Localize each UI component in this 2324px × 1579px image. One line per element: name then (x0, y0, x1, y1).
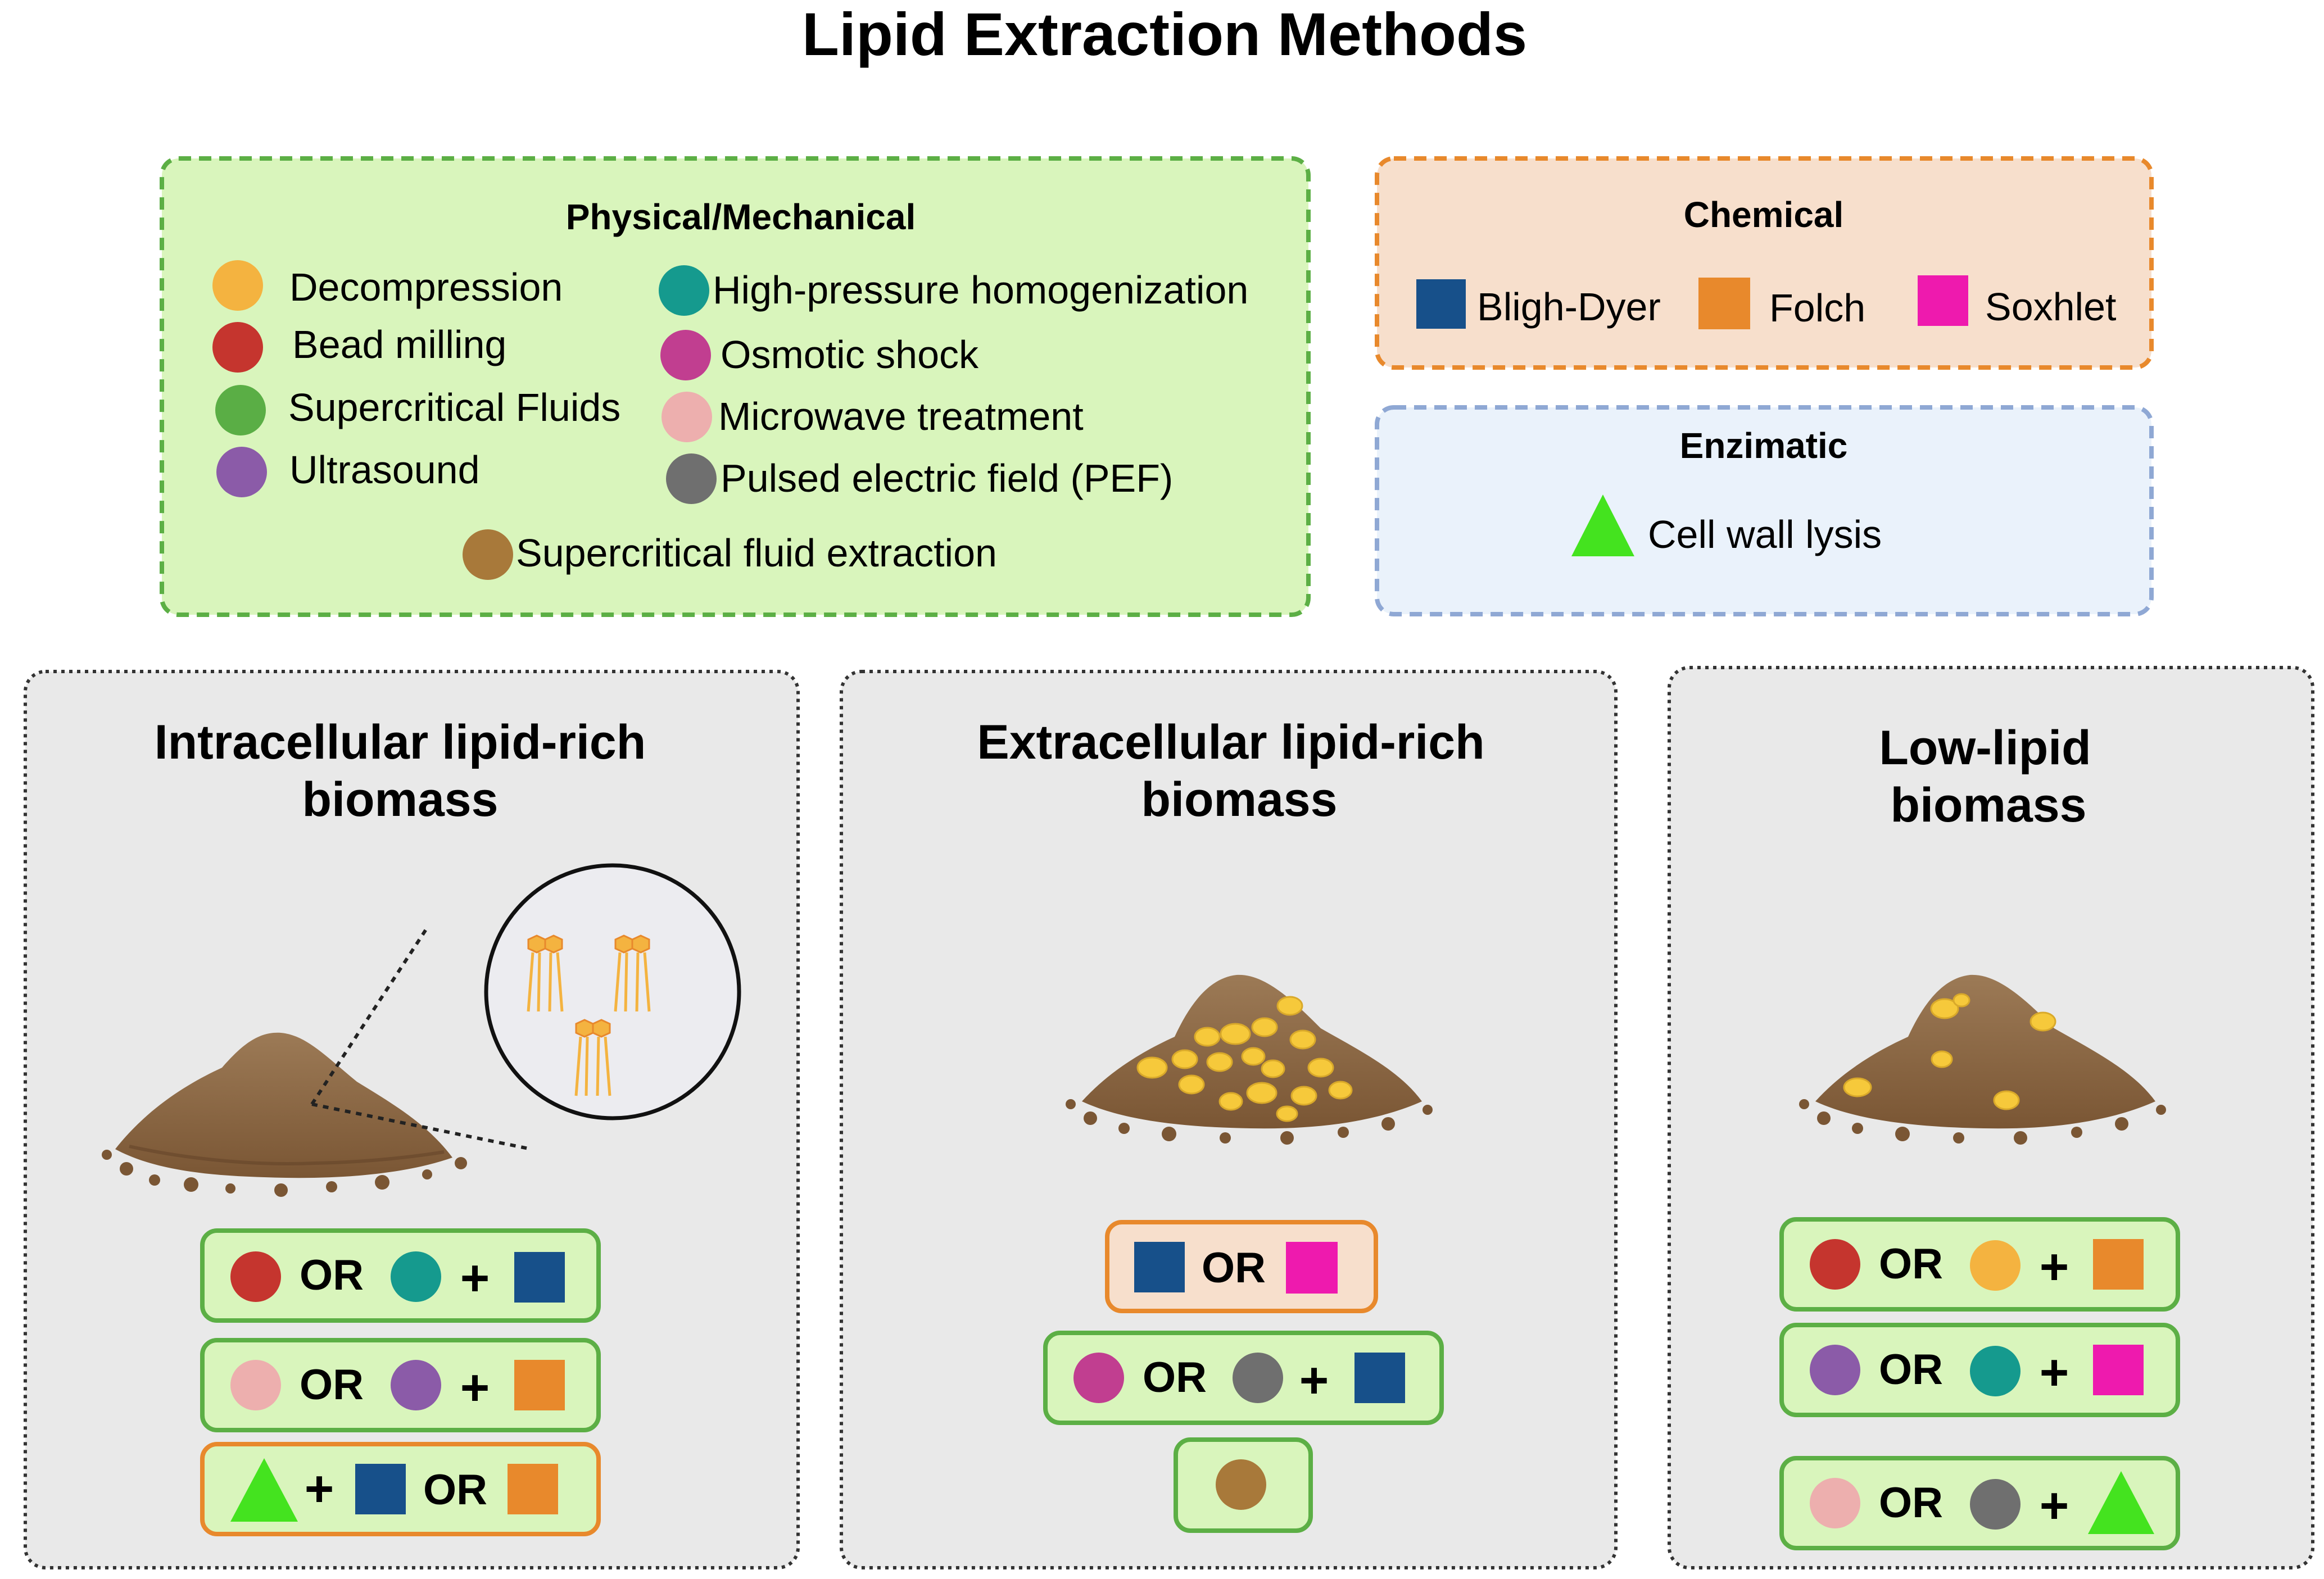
panel-extracellular: Extracellular lipid-rich biomass (840, 670, 1618, 1569)
legend-label-cell-wall-lysis: Cell wall lysis (1648, 512, 1882, 556)
or-label: OR (423, 1466, 487, 1514)
ultrasound-icon (1810, 1345, 1860, 1395)
legend-label-supercritical-fluids: Supercritical Fluids (288, 385, 620, 429)
plus-label: + (2040, 1239, 2069, 1295)
or-label: OR (1879, 1479, 1943, 1527)
ultrasound-icon (391, 1360, 441, 1410)
plus-label: + (305, 1461, 334, 1517)
microwave-treatment-icon (662, 392, 712, 442)
legend-label-pulsed-electric-field: Pulsed electric field (PEF) (721, 456, 1173, 500)
biomass-pile-icon (102, 1032, 467, 1197)
bligh-dyer-icon (355, 1464, 406, 1514)
legend-label-bead-milling: Bead milling (292, 323, 506, 366)
panel-intracellular-title-line2: biomass (302, 773, 499, 827)
supercritical-fluid-extraction-icon (1216, 1459, 1266, 1510)
or-label: OR (300, 1361, 364, 1409)
high-pressure-homogenization-icon (391, 1251, 441, 1302)
folch-icon (514, 1360, 565, 1410)
cell-wall-lysis-icon (2088, 1471, 2154, 1534)
figure-title: Lipid Extraction Methods (802, 0, 1527, 68)
recipe-row: OR (1105, 1220, 1378, 1313)
legend-label-soxhlet: Soxhlet (1985, 285, 2116, 329)
recipe-row: OR + (1779, 1456, 2180, 1550)
supercritical-fluid-extraction-icon (463, 529, 513, 580)
or-label: OR (1202, 1244, 1266, 1292)
high-pressure-homogenization-icon (1970, 1346, 2021, 1396)
or-label: OR (1879, 1346, 1943, 1394)
recipe-row: OR + (1779, 1217, 2180, 1312)
panel-low-lipid-title-line1: Low-lipid (1879, 721, 2091, 775)
panel-intracellular: Intracellular lipid-rich biomass (24, 670, 800, 1569)
chemical-heading: Chemical (1684, 194, 1844, 235)
plus-label: + (460, 1250, 490, 1306)
recipe-row: OR + (200, 1228, 601, 1323)
panel-intracellular-title-line1: Intracellular lipid-rich (155, 715, 646, 769)
microwave-treatment-icon (230, 1360, 281, 1410)
lipid-zoom-icon (484, 863, 741, 1120)
folch-icon (2093, 1239, 2144, 1290)
soxhlet-icon (2093, 1345, 2144, 1395)
bligh-dyer-icon (1354, 1353, 1405, 1403)
pulsed-electric-field-icon (1970, 1479, 2021, 1530)
biomass-pile-icon (1066, 974, 1433, 1145)
decompression-icon (1970, 1240, 2021, 1291)
folch-icon (508, 1464, 558, 1514)
panel-low-lipid: Low-lipid biomass OR + OR (1668, 666, 2314, 1569)
chemical-legend-box: Chemical Bligh-Dyer Folch Soxhlet (1375, 156, 2154, 370)
osmotic-shock-icon (660, 330, 711, 380)
biomass-pile-icon (1799, 974, 2166, 1145)
recipe-row: + OR (200, 1442, 601, 1536)
physical-heading: Physical/Mechanical (566, 197, 916, 237)
legend-label-folch: Folch (1769, 286, 1865, 330)
folch-icon (1698, 278, 1750, 329)
recipe-row: OR + (1779, 1323, 2180, 1417)
soxhlet-icon (1286, 1242, 1338, 1294)
panel-low-lipid-title-line2: biomass (1891, 778, 2087, 832)
legend-label-ultrasound: Ultrasound (289, 448, 480, 492)
plus-label: + (2040, 1478, 2069, 1534)
recipe-row (1174, 1437, 1313, 1533)
pulsed-electric-field-icon (666, 453, 717, 504)
plus-label: + (460, 1360, 490, 1416)
ultrasound-icon (216, 447, 267, 497)
plus-label: + (2040, 1345, 2069, 1401)
legend-label-osmotic-shock: Osmotic shock (721, 333, 979, 376)
cell-wall-lysis-icon (1571, 494, 1634, 556)
panel-extracellular-title-line1: Extracellular lipid-rich (977, 715, 1484, 769)
recipe-row: OR + (1043, 1331, 1444, 1425)
supercritical-fluids-icon (215, 385, 266, 435)
bead-milling-icon (230, 1251, 281, 1302)
legend-label-bligh-dyer: Bligh-Dyer (1477, 285, 1661, 329)
bligh-dyer-icon (1134, 1242, 1185, 1292)
or-label: OR (300, 1251, 364, 1299)
enzimatic-legend-box: Enzimatic Cell wall lysis (1375, 405, 2154, 616)
recipe-row: OR + (200, 1338, 601, 1432)
physical-legend-box: Physical/Mechanical Decompression Bead m… (160, 156, 1311, 617)
panel-extracellular-title-line2: biomass (1141, 773, 1338, 827)
or-label: OR (1879, 1240, 1943, 1288)
legend-label-microwave-treatment: Microwave treatment (718, 394, 1084, 438)
bligh-dyer-icon (514, 1252, 565, 1303)
plus-label: + (1299, 1353, 1329, 1409)
osmotic-shock-icon (1073, 1353, 1124, 1403)
legend-label-decompression: Decompression (289, 265, 563, 309)
bead-milling-icon (1810, 1239, 1860, 1290)
pulsed-electric-field-icon (1233, 1353, 1283, 1403)
soxhlet-icon (1918, 275, 1968, 326)
legend-label-high-pressure-homogenization: High-pressure homogenization (713, 268, 1248, 312)
legend-label-supercritical-fluid-extraction: Supercritical fluid extraction (516, 531, 997, 575)
bligh-dyer-icon (1416, 279, 1466, 329)
enzimatic-heading: Enzimatic (1680, 425, 1848, 466)
high-pressure-homogenization-icon (659, 265, 709, 316)
cell-wall-lysis-icon (230, 1458, 298, 1522)
decompression-icon (212, 260, 263, 311)
microwave-treatment-icon (1810, 1478, 1860, 1528)
bead-milling-icon (212, 322, 263, 373)
or-label: OR (1143, 1354, 1207, 1401)
